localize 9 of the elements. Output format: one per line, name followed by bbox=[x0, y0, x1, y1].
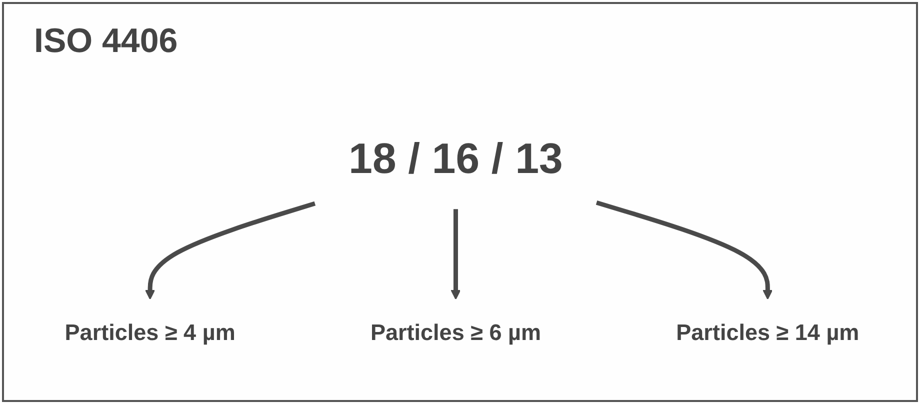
arrow bbox=[145, 201, 316, 300]
title: ISO 4406 bbox=[34, 22, 178, 61]
node-text: Particles ≥ 6 µm bbox=[370, 320, 542, 346]
node-text: Particles ≥ 14 µm bbox=[676, 320, 860, 346]
node-text: Particles ≥ 4 µm bbox=[64, 320, 236, 346]
frame: ISO 4406 18 / 16 / 13 Particles ≥ 4 µm Particles ≥ 6 µm Particles ≥ 14 µm bbox=[2, 2, 918, 402]
node-text: 18 / 16 / 13 bbox=[348, 136, 563, 184]
arrow bbox=[450, 209, 461, 300]
arrow bbox=[596, 200, 773, 300]
